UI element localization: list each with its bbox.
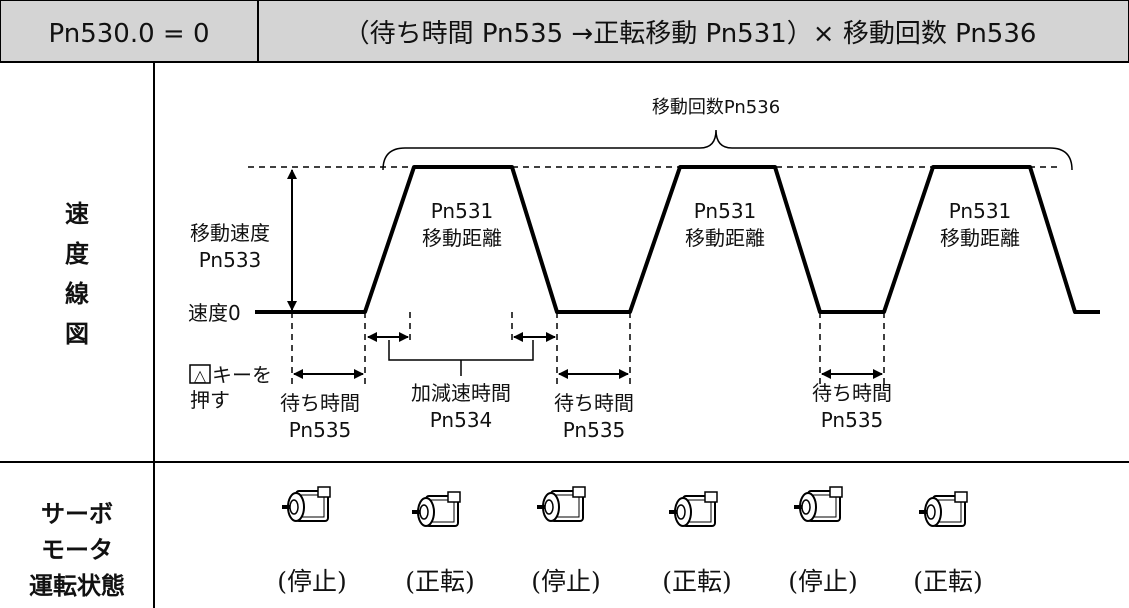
servo-motor-icon — [667, 490, 719, 528]
svg-text:速: 速 — [65, 200, 89, 228]
svg-text:移動距離: 移動距離 — [685, 226, 765, 250]
servo-motor-icon — [917, 490, 969, 528]
svg-text:Pn535: Pn535 — [289, 418, 352, 442]
svg-text:移動距離: 移動距離 — [422, 226, 502, 250]
up-key-icon — [189, 364, 211, 384]
wait-time-3: 待ち時間 — [812, 381, 892, 405]
svg-text:押す: 押す — [190, 388, 230, 412]
header-right-text: （待ち時間 Pn535 →正転移動 Pn531）× 移動回数 Pn536 — [344, 19, 1037, 49]
speed-diagram-label: 速 度 線 図 — [65, 200, 90, 348]
wait-time-1: 待ち時間 — [280, 391, 360, 415]
accel-time: 加減速時間 — [411, 381, 511, 405]
svg-text:線: 線 — [65, 280, 89, 308]
svg-text:移動距離: 移動距離 — [940, 226, 1020, 250]
svg-text:運転状態: 運転状態 — [29, 572, 125, 600]
motor-state-2: (正転) — [405, 567, 475, 596]
motor-state-6: (正転) — [913, 567, 983, 596]
servo-motor-icon — [535, 485, 587, 523]
svg-text:△: △ — [194, 366, 207, 385]
wait-time-2: 待ち時間 — [554, 391, 634, 415]
svg-text:度: 度 — [65, 240, 90, 268]
motor-state-1: (停止) — [277, 567, 347, 596]
servo-motor-icon — [792, 485, 844, 523]
header-bar — [0, 0, 1129, 63]
segment-3-distance: Pn531 — [949, 199, 1012, 223]
svg-text:Pn535: Pn535 — [563, 418, 626, 442]
segment-1-distance: Pn531 — [431, 199, 494, 223]
time-markers — [291, 312, 885, 385]
motor-state-3: (停止) — [531, 567, 601, 596]
svg-text:サーボ: サーボ — [41, 500, 113, 528]
svg-text:図: 図 — [65, 320, 89, 348]
servo-motor-state-label: サーボ モータ 運転状態 — [29, 500, 125, 600]
svg-text:Pn535: Pn535 — [821, 408, 884, 432]
motor-state-4: (正転) — [662, 567, 732, 596]
speed-zero-label: 速度0 — [188, 301, 241, 325]
segment-2-distance: Pn531 — [694, 199, 757, 223]
move-count-brace — [382, 129, 1073, 171]
move-speed-label: 移動速度 — [190, 221, 270, 245]
key-press-label: キーを — [212, 363, 272, 387]
speed-profile-line — [255, 165, 1100, 314]
svg-text:Pn534: Pn534 — [430, 408, 493, 432]
motor-state-5: (停止) — [788, 567, 858, 596]
svg-text:モータ: モータ — [41, 536, 113, 564]
header-left-text: Pn530.0 = 0 — [49, 19, 210, 49]
servo-motor-icon — [410, 490, 462, 528]
move-count-label: 移動回数Pn536 — [652, 97, 780, 118]
svg-text:Pn533: Pn533 — [199, 248, 262, 272]
servo-motor-icon — [280, 485, 332, 523]
accel-arrows — [367, 332, 556, 376]
